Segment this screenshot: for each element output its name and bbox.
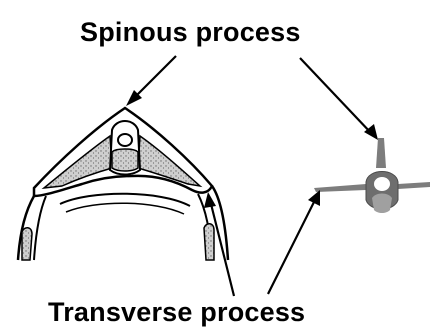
grey-vertebra-canal [374,177,390,191]
arrow-spinous-left [132,56,176,100]
arrow-transverse-right [268,198,316,294]
grey-vertebra [314,138,430,213]
left-rib [22,228,32,260]
grey-vertebra-centrum [372,194,392,214]
body-cavity-arc-inner [66,203,184,214]
right-rib [204,224,214,260]
grey-transverse-right [398,182,430,189]
grey-transverse-left [314,184,366,192]
label-spinous-process: Spinous process [80,19,301,46]
arrow-transverse-left-head [204,192,216,208]
vertebral-canal [118,134,132,146]
body-cavity-arc [60,194,190,206]
vertebral-centrum [112,149,138,171]
grey-spinous-spike [376,138,386,168]
arrow-spinous-right [300,58,372,134]
left-body-wall-inner [34,196,46,260]
label-transverse-process: Transverse process [48,299,305,326]
cross-section-vertebra [18,108,228,260]
